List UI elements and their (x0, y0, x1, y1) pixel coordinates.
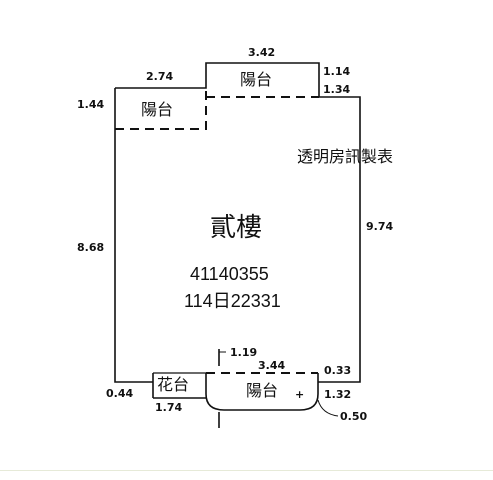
plus-mark: + (295, 388, 304, 401)
dim-main-left-height: 8.68 (77, 241, 104, 254)
room-label-flower-bed: 花台 (157, 375, 189, 394)
outer-wall (114, 62, 361, 383)
radius-leader (317, 399, 339, 417)
plan-id: 41140355 (190, 264, 269, 284)
dim-bottom-right-depth: 1.32 (324, 388, 351, 401)
bottom-balcony-outline (205, 373, 319, 411)
dim-top-balcony-width: 3.42 (248, 46, 275, 59)
dim-flower-depth: 0.44 (106, 387, 133, 400)
dim-bottom-right-step: 0.33 (324, 364, 351, 377)
room-label-balcony-left: 陽台 (141, 100, 173, 119)
footer-rule (0, 470, 493, 471)
left-balcony-dashed-edge (115, 90, 207, 130)
room-label-balcony-bottom: 陽台 (246, 381, 278, 400)
dim-corner-radius: 0.50 (340, 410, 367, 423)
dim-flower-width: 1.74 (155, 401, 182, 414)
dim-left-balcony-width: 2.74 (146, 70, 173, 83)
dim-bottom-notch: 1.19 (230, 346, 257, 359)
room-label-balcony-top: 陽台 (240, 70, 272, 89)
dim-top-balcony-depth: 1.14 (323, 65, 350, 78)
dim-main-right-height: 9.74 (366, 220, 393, 233)
floor-label: 貳樓 (210, 213, 262, 243)
dim-left-balcony-depth: 1.44 (77, 98, 104, 111)
watermark-text: 透明房訊製表 (297, 147, 393, 166)
plan-date-code: 114日22331 (184, 291, 281, 311)
dim-bottom-balcony-width: 3.44 (258, 359, 285, 372)
dim-right-step: 1.34 (323, 83, 350, 96)
